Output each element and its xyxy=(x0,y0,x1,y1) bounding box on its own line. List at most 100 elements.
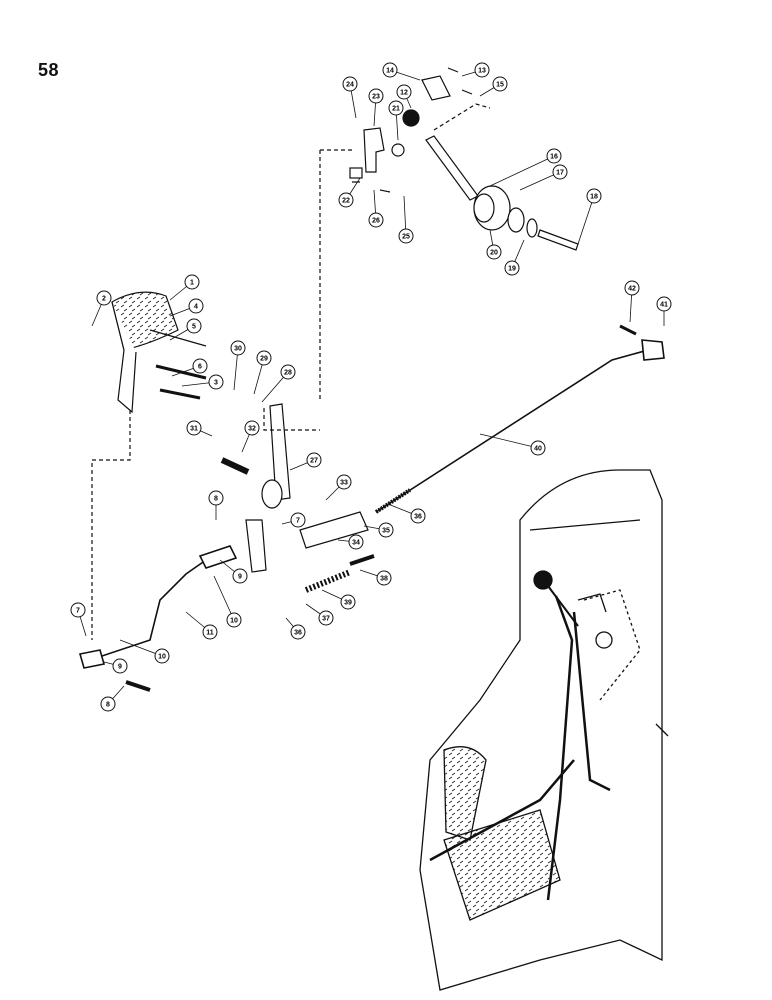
callout-number: 38 xyxy=(380,576,388,583)
callout-bubble xyxy=(338,192,354,208)
callout-number: 32 xyxy=(248,426,256,433)
callout-bubble xyxy=(244,420,260,436)
callout-36: 36 xyxy=(285,617,306,640)
callout-number: 9 xyxy=(118,664,122,671)
callout-number: 3 xyxy=(214,380,218,387)
callout-12: 12 xyxy=(396,84,412,109)
callout-31: 31 xyxy=(186,420,213,437)
page-number: 58 xyxy=(38,60,60,80)
callout-32: 32 xyxy=(241,420,260,453)
callout-41: 41 xyxy=(656,296,672,326)
callout-number: 20 xyxy=(490,250,498,257)
callout-bubble xyxy=(474,62,490,78)
callout-bubble xyxy=(340,594,356,610)
callout-number: 17 xyxy=(556,170,564,177)
callout-number: 9 xyxy=(238,574,242,581)
callout-bubble xyxy=(154,648,170,664)
callout-bubble xyxy=(546,148,562,164)
callout-number: 25 xyxy=(402,234,410,241)
leader-line xyxy=(489,155,555,187)
callout-number: 30 xyxy=(234,346,242,353)
callout-number: 40 xyxy=(534,446,542,453)
callout-30: 30 xyxy=(230,340,246,391)
callout-bubble xyxy=(208,490,224,506)
leader-line xyxy=(577,195,595,245)
callout-20: 20 xyxy=(486,229,502,260)
callout-number: 12 xyxy=(400,90,408,97)
callout-number: 2 xyxy=(102,296,106,303)
callout-11: 11 xyxy=(185,611,218,640)
callout-21: 21 xyxy=(388,100,404,141)
callout-bubble xyxy=(348,534,364,550)
callout-number: 39 xyxy=(344,600,352,607)
center-linkage xyxy=(220,403,375,593)
callout-number: 36 xyxy=(414,514,422,521)
callout-bubble xyxy=(186,318,202,334)
callout-number: 10 xyxy=(158,654,166,661)
callout-number: 29 xyxy=(260,356,268,363)
callout-23: 23 xyxy=(368,88,384,127)
callout-number: 8 xyxy=(106,702,110,709)
callout-number: 26 xyxy=(372,218,380,225)
callout-bubble xyxy=(100,696,116,712)
callout-37: 37 xyxy=(305,603,334,626)
callout-bubble xyxy=(530,440,546,456)
callout-bubble xyxy=(368,88,384,104)
leader-line xyxy=(479,433,539,449)
callout-bubble xyxy=(192,358,208,374)
callout-36: 36 xyxy=(387,503,426,524)
callout-35: 35 xyxy=(363,522,394,538)
callout-42: 42 xyxy=(624,280,640,323)
callout-28: 28 xyxy=(261,364,296,403)
callout-bubble xyxy=(202,624,218,640)
callout-6: 6 xyxy=(171,358,208,377)
callout-bubble xyxy=(280,364,296,380)
callout-bubble xyxy=(398,228,414,244)
callout-bubble xyxy=(504,260,520,276)
callout-bubble xyxy=(290,624,306,640)
callout-29: 29 xyxy=(253,350,272,395)
callout-bubble xyxy=(318,610,334,626)
callout-18: 18 xyxy=(577,188,602,245)
callout-bubble xyxy=(232,568,248,584)
callout-bubble xyxy=(290,512,306,528)
callout-4: 4 xyxy=(169,298,204,317)
callout-8: 8 xyxy=(100,685,125,712)
callout-14: 14 xyxy=(382,62,421,81)
callout-number: 42 xyxy=(628,286,636,293)
callout-bubble xyxy=(396,84,412,100)
callout-bubble xyxy=(306,452,322,468)
callout-bubble xyxy=(226,612,242,628)
callout-number: 19 xyxy=(508,266,516,273)
callout-bubble xyxy=(378,522,394,538)
callout-bubble xyxy=(368,212,384,228)
callout-bubble xyxy=(342,76,358,92)
callout-3: 3 xyxy=(181,374,224,390)
callout-number: 11 xyxy=(206,630,214,637)
throttle-rod xyxy=(374,324,665,514)
callout-number: 22 xyxy=(342,198,350,205)
callout-bubble xyxy=(382,62,398,78)
callout-9: 9 xyxy=(219,559,248,584)
callout-15: 15 xyxy=(479,76,508,97)
callout-bubble xyxy=(186,420,202,436)
callout-24: 24 xyxy=(342,76,358,119)
callout-bubble xyxy=(656,296,672,312)
callout-bubble xyxy=(376,570,392,586)
callout-5: 5 xyxy=(169,318,202,341)
callout-17: 17 xyxy=(519,164,568,191)
callout-number: 8 xyxy=(214,496,218,503)
callout-number: 16 xyxy=(550,154,558,161)
foot-pedal-assembly xyxy=(91,291,207,640)
callout-26: 26 xyxy=(368,189,384,228)
leader-line xyxy=(213,575,235,621)
callout-number: 6 xyxy=(198,364,202,371)
callout-bubble xyxy=(70,602,86,618)
callout-7: 7 xyxy=(70,602,87,637)
callout-9: 9 xyxy=(103,658,128,674)
callout-number: 10 xyxy=(230,618,238,625)
callout-number: 41 xyxy=(660,302,668,309)
callout-number: 31 xyxy=(190,426,198,433)
callout-bubble xyxy=(184,274,200,290)
